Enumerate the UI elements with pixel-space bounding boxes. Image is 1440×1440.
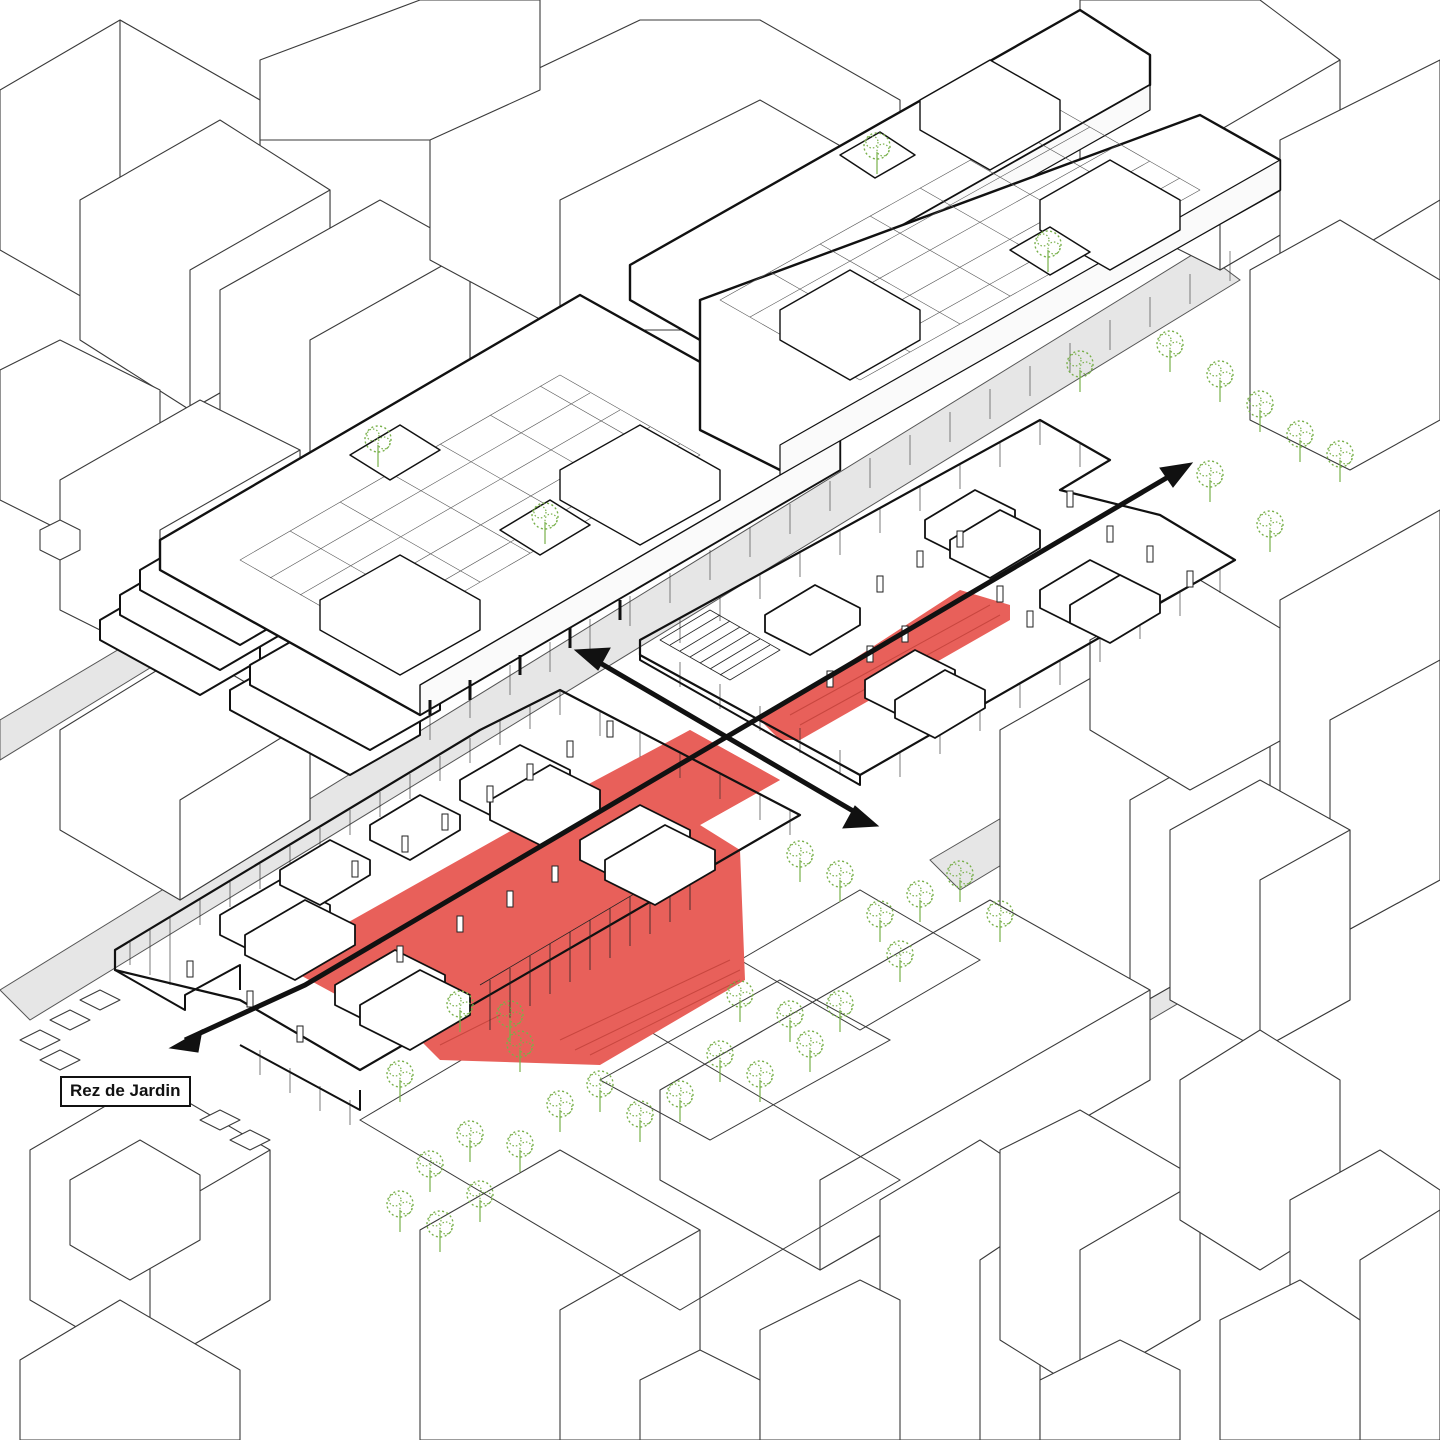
ground-plate-left bbox=[113, 688, 802, 1125]
route-arrow-icon bbox=[168, 462, 1194, 1053]
level-label: Rez de Jardin bbox=[60, 1076, 191, 1107]
upper-building bbox=[99, 8, 1282, 776]
ground-plate-right bbox=[638, 418, 1237, 786]
